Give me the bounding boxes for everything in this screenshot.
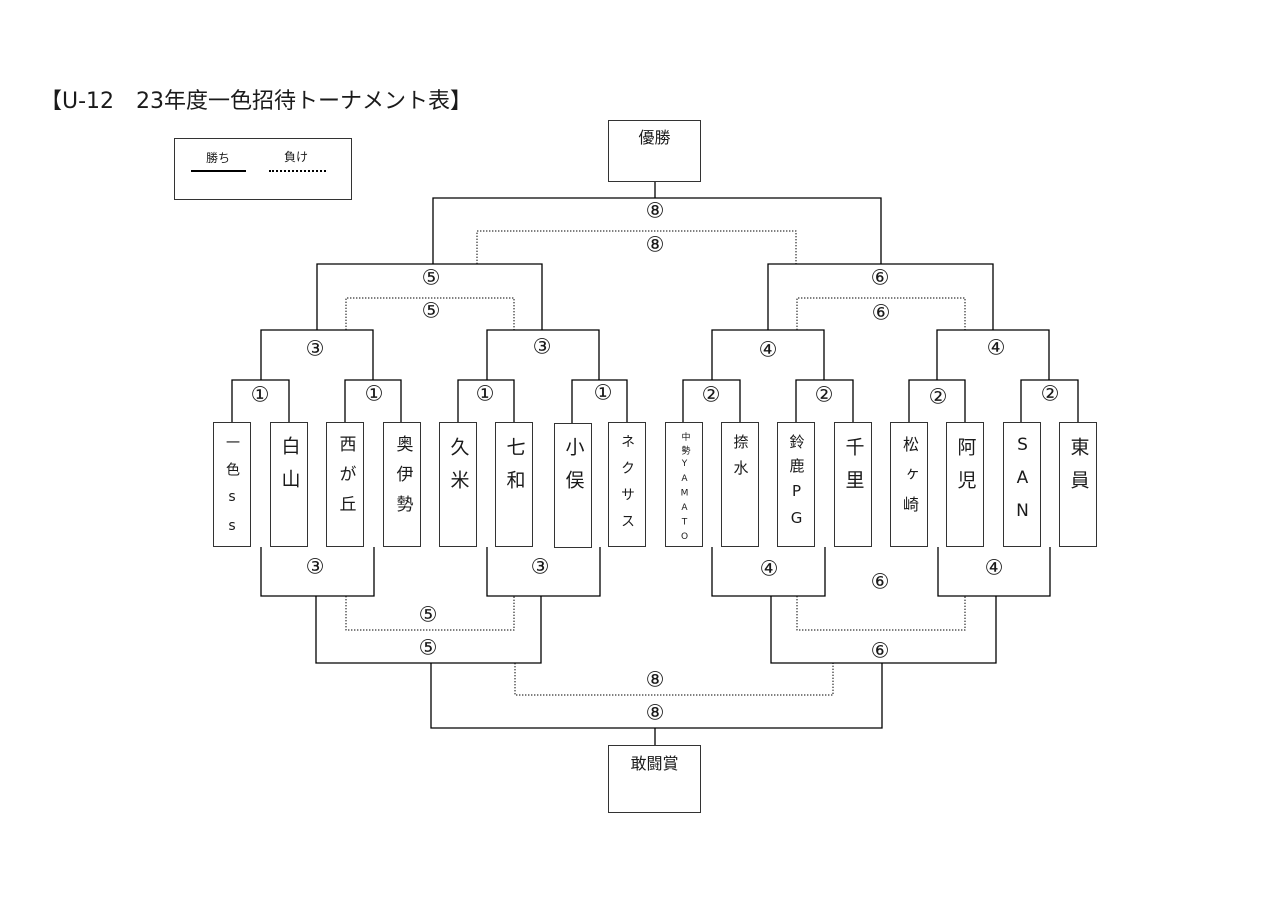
team-box: 中勢YAMATO [665,422,703,547]
team-box: 奥伊勢 [383,422,421,547]
team-box: 西が丘 [326,422,364,547]
bracket-line-win [430,663,883,729]
team-name: SAN [1012,435,1033,534]
match-number: ⑤ [421,265,441,290]
match-number: ③ [532,334,552,359]
match-number: ③ [305,554,325,579]
match-number: ① [364,381,384,406]
match-number: ④ [984,555,1004,580]
bracket-line-win [711,547,826,597]
match-number: ⑤ [418,602,438,627]
team-name: 東員 [1067,437,1090,503]
match-number: ② [814,382,834,407]
match-number: ⑧ [645,198,665,223]
team-box: 阿児 [946,422,984,547]
match-number: ② [1040,381,1060,406]
match-number: ③ [530,554,550,579]
upper-bracket [231,182,1079,423]
team-box: 捺水 [721,422,759,547]
bracket-line-win [260,547,375,597]
bracket-line-win [770,596,997,664]
match-number: ① [250,382,270,407]
match-number: ⑧ [645,232,665,257]
bracket-line-win [316,263,543,330]
bracket-line-win [432,197,882,264]
bracket-line-lose [345,596,515,631]
lower-bracket [260,547,1051,745]
match-number: ④ [758,337,778,362]
bracket-line-win [457,379,515,422]
team-name: ネクサス [619,434,635,540]
match-number: ⑥ [870,569,890,594]
team-name: 中勢YAMATO [679,432,690,547]
bracket-line-lose [796,297,966,330]
team-name: 捺水 [731,434,750,486]
team-box: 一色ss [213,422,251,547]
team-name: 千里 [842,437,865,503]
team-box: 久米 [439,422,477,547]
legend-lose-line [269,170,326,172]
bracket-line-win [315,596,542,664]
match-number: ⑤ [421,298,441,323]
team-name: 小俣 [562,437,585,503]
match-number: ⑧ [645,700,665,725]
team-name: 七和 [503,437,526,503]
legend-lose-label: 負け [284,150,309,164]
team-name: 白山 [278,436,301,502]
champion-label: 優勝 [638,128,671,147]
team-box: 東員 [1059,422,1097,547]
team-name: 久米 [447,437,470,503]
team-box: 松ヶ崎 [890,422,928,547]
team-box: 鈴鹿PG [777,422,815,547]
team-name: 一色ss [224,435,240,547]
match-number: ② [928,384,948,409]
bracket-line-win [486,329,600,380]
match-number: ⑥ [871,300,891,325]
match-number: ⑥ [870,265,890,290]
team-box: 小俣 [554,423,592,548]
match-number: ④ [986,335,1006,360]
bracket-line-lose [796,596,966,631]
match-number: ⑥ [870,638,890,663]
fighting-spirit-label: 敢闘賞 [630,754,679,773]
bracket-line-lose [514,663,834,696]
team-name: 鈴鹿PG [787,434,806,536]
team-name: 阿児 [954,437,977,503]
team-box: 七和 [495,422,533,547]
legend: 勝ち 負け [174,138,352,200]
champion-box: 優勝 [608,120,701,182]
team-box: 白山 [270,422,308,547]
match-number: ⑧ [645,667,665,692]
team-box: SAN [1003,422,1041,547]
team-name: 松ヶ崎 [900,436,919,526]
team-box: ネクサス [608,422,646,547]
fighting-spirit-box: 敢闘賞 [608,745,701,813]
bracket-line-win [937,547,1051,597]
match-number: ② [701,382,721,407]
match-number: ⑤ [418,635,438,660]
match-number: ③ [305,336,325,361]
bracket-line-win [486,547,601,597]
match-number: ① [593,380,613,405]
bracket-line-lose [476,230,797,264]
legend-win-label: 勝ち [206,151,231,165]
team-name: 西が丘 [335,435,356,525]
match-number: ④ [759,556,779,581]
bracket-line-lose [345,297,515,330]
legend-win-line [191,170,246,172]
team-box: 千里 [834,422,872,547]
match-number: ① [475,381,495,406]
page-title: 【U-12 23年度一色招待トーナメント表】 [40,89,473,114]
team-name: 奥伊勢 [392,435,413,525]
